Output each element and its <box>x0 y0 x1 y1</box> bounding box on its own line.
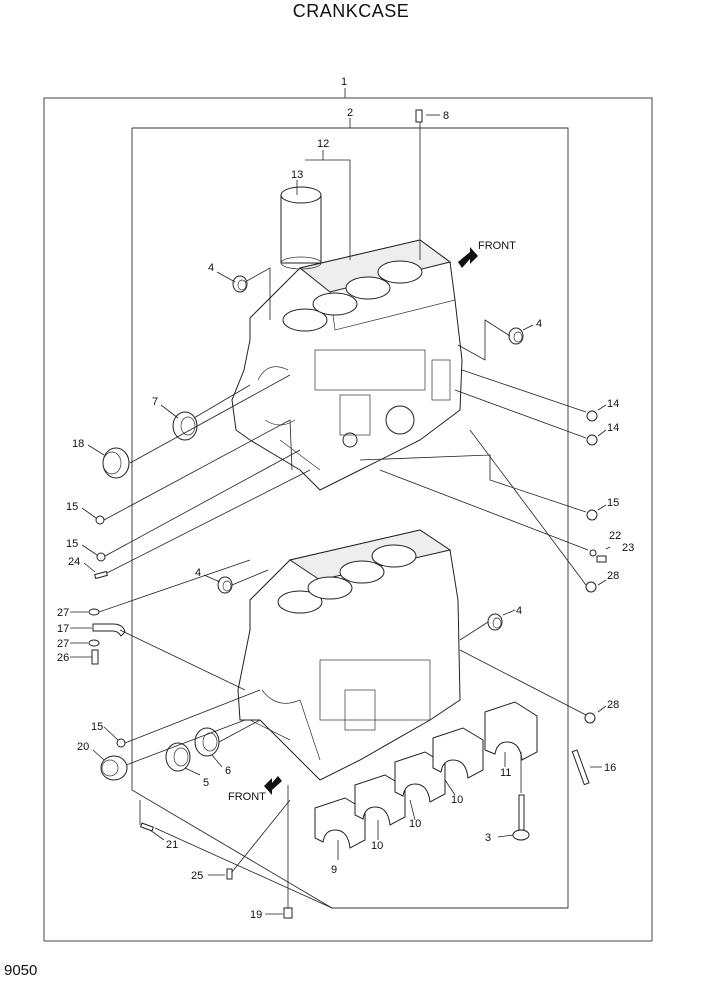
plug-15d <box>116 738 126 748</box>
plug-23 <box>596 555 607 563</box>
callout-27b: 27 <box>57 638 69 650</box>
callout-27a: 27 <box>57 607 69 619</box>
callouts: 1 2 8 12 13 4 4 7 14 14 18 15 15 22 23 1… <box>57 76 634 921</box>
callout-21: 21 <box>166 839 178 851</box>
plug-14b <box>586 434 598 446</box>
callout-24: 24 <box>68 556 80 568</box>
callout-15b: 15 <box>66 501 78 513</box>
callout-9: 9 <box>331 864 337 876</box>
bearing-5 <box>165 742 191 772</box>
plug-4d <box>487 613 503 631</box>
callout-2: 2 <box>347 107 353 119</box>
diagram-title: CRANKCASE <box>292 1 410 21</box>
leader-lines <box>70 88 611 915</box>
callout-20: 20 <box>77 741 89 753</box>
seal-18 <box>102 447 130 479</box>
lower-crankcase-block <box>237 529 461 781</box>
pin-21 <box>140 822 154 832</box>
washer-27b <box>88 639 100 647</box>
assembly-frame-2 <box>131 127 569 909</box>
callout-28b: 28 <box>607 699 619 711</box>
bolt-26 <box>91 649 99 665</box>
plug-4c <box>217 576 233 594</box>
callout-11: 11 <box>500 767 511 779</box>
front-arrow-icon-lower <box>264 776 282 795</box>
bearing-cap-10a <box>354 774 406 826</box>
plug-4a <box>232 275 248 293</box>
callout-17: 17 <box>57 623 69 635</box>
callout-15a: 15 <box>607 497 619 509</box>
callout-15d: 15 <box>91 721 103 733</box>
seal-20 <box>100 755 128 781</box>
callout-18: 18 <box>72 438 84 450</box>
callout-7: 7 <box>152 396 158 408</box>
callout-10b: 10 <box>409 818 421 830</box>
bolt-3 <box>512 794 530 841</box>
callout-16: 16 <box>604 762 616 774</box>
washer-22 <box>589 549 597 557</box>
plug-15c <box>96 552 106 562</box>
callout-10c: 10 <box>371 840 383 852</box>
bearing-cap-10c <box>432 727 484 779</box>
pin-8 <box>415 109 423 123</box>
callout-4d: 4 <box>516 605 522 617</box>
callout-8: 8 <box>443 110 449 122</box>
callout-5: 5 <box>203 777 209 789</box>
cylinder-liner-13 <box>280 186 322 270</box>
callout-28a: 28 <box>607 570 619 582</box>
callout-14a: 14 <box>607 398 619 410</box>
callout-25: 25 <box>191 870 203 882</box>
callout-15c: 15 <box>66 538 78 550</box>
callout-14b: 14 <box>607 422 619 434</box>
callout-22: 22 <box>609 530 621 542</box>
plug-4b <box>508 327 524 345</box>
pin-24 <box>94 570 108 580</box>
plug-28b <box>584 712 596 724</box>
callout-4c: 4 <box>195 567 201 579</box>
front-label-lower: FRONT <box>228 791 266 803</box>
pipe-17 <box>92 623 126 637</box>
page-number: 9050 <box>4 962 38 979</box>
callout-12: 12 <box>317 138 329 150</box>
callout-4b: 4 <box>536 318 542 330</box>
callout-6: 6 <box>225 765 231 777</box>
bearing-6 <box>194 727 220 757</box>
pin-19 <box>283 907 293 919</box>
front-arrow-icon <box>458 247 478 268</box>
bearing-cap-11 <box>484 701 538 761</box>
pin-25 <box>226 868 233 880</box>
bearing-cap-9 <box>314 797 366 849</box>
plug-28a <box>585 581 597 593</box>
assembly-frame-1 <box>43 97 653 942</box>
callout-23: 23 <box>622 542 634 554</box>
plug-15a <box>586 509 598 521</box>
callout-10a: 10 <box>451 794 463 806</box>
plug-15b <box>95 515 105 525</box>
callout-26: 26 <box>57 652 69 664</box>
callout-19: 19 <box>250 909 262 921</box>
callout-4a: 4 <box>208 262 214 274</box>
bearing-7 <box>172 411 198 441</box>
callout-13: 13 <box>291 169 303 181</box>
front-label-upper: FRONT <box>478 240 516 252</box>
seal-16 <box>571 749 590 786</box>
washer-27a <box>88 608 100 616</box>
callout-1: 1 <box>341 76 347 88</box>
upper-crankcase-block <box>231 239 463 491</box>
callout-3: 3 <box>485 832 491 844</box>
plug-14a <box>586 410 598 422</box>
